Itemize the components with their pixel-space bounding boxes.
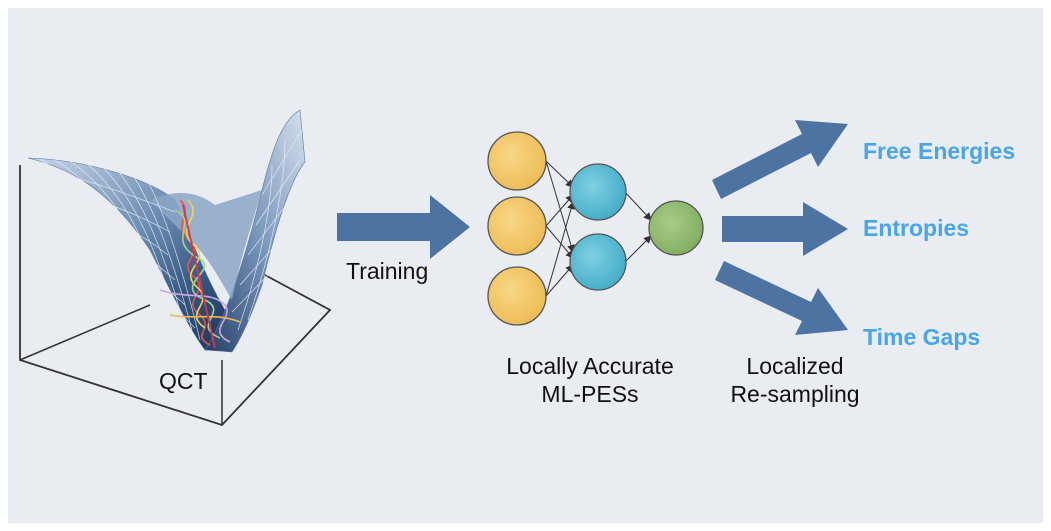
nn-hidden-node [569, 233, 627, 291]
entropies-label: Entropies [863, 215, 970, 241]
ml-pes-label-line2: ML-PESs [541, 381, 639, 407]
resampling-label-line2: Re-sampling [730, 381, 860, 407]
nn-input-node [487, 266, 547, 326]
nn-input-node [487, 196, 547, 256]
training-label: Training [346, 258, 429, 284]
surface-right-sheet [204, 109, 306, 353]
training-arrow [337, 195, 470, 259]
nn-input-node [487, 131, 547, 191]
surface-left-sheet [27, 157, 233, 351]
ml-pes-label: Locally Accurate ML-PESs [484, 352, 696, 408]
surface-grid [29, 129, 303, 341]
neural-network [487, 131, 704, 326]
nn-output-node [648, 200, 704, 256]
resampling-label: Localized Re-sampling [715, 352, 875, 408]
nn-connections [545, 160, 652, 297]
ml-pes-label-line1: Locally Accurate [506, 353, 674, 379]
time-gaps-label: Time Gaps [863, 324, 981, 350]
free-energies-label: Free Energies [863, 138, 1016, 164]
qct-surface-plot [19, 109, 332, 427]
free-energies-arrow [712, 120, 848, 199]
qct-label: QCT [159, 368, 208, 394]
surface-base-edge [19, 304, 151, 361]
nn-hidden-node [569, 163, 627, 221]
surface-far-ridge [150, 190, 262, 300]
resampling-label-line1: Localized [746, 353, 844, 379]
entropies-arrow [722, 202, 848, 256]
time-gaps-arrow [715, 261, 848, 335]
qct-trajectories [159, 199, 241, 349]
